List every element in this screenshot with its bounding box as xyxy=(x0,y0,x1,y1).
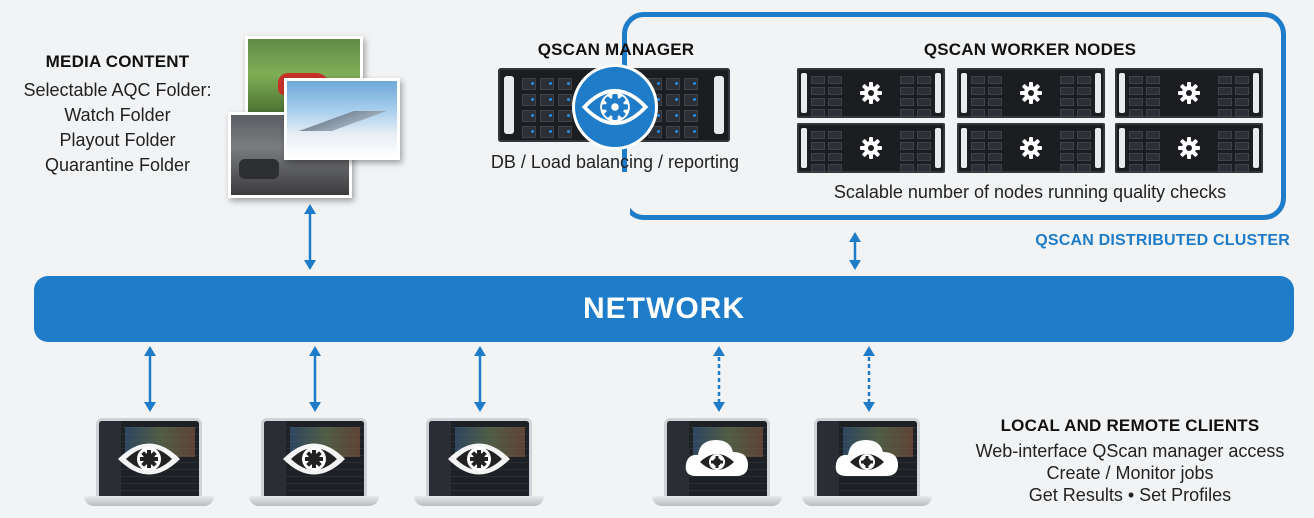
arrow-client-network xyxy=(308,346,322,412)
arrow-client-network xyxy=(143,346,157,412)
clients-line: Web-interface QScan manager access xyxy=(975,441,1285,461)
arrow-client-network xyxy=(473,346,487,412)
gear-icon xyxy=(1017,134,1045,162)
clients-line: Create / Monitor jobs xyxy=(1046,463,1214,483)
eye-gear-icon xyxy=(114,430,184,488)
worker-node xyxy=(957,123,1105,173)
workers-title: QSCAN WORKER NODES xyxy=(923,40,1137,59)
media-line: Selectable AQC Folder: xyxy=(23,80,212,100)
arrow-remote-client-network xyxy=(712,346,726,412)
media-photo-ski xyxy=(284,78,400,160)
manager-title: QSCAN MANAGER xyxy=(537,40,695,59)
media-line: Quarantine Folder xyxy=(44,155,191,175)
media-line: Watch Folder xyxy=(64,105,171,125)
gear-icon xyxy=(857,134,885,162)
gear-icon xyxy=(1175,134,1203,162)
media-content-title: MEDIA CONTENT xyxy=(45,52,190,71)
cloud-eye-gear-icon xyxy=(682,430,752,488)
workers-caption: Scalable number of nodes running quality… xyxy=(833,182,1227,202)
clients-block: LOCAL AND REMOTE CLIENTS Web-interface Q… xyxy=(950,416,1310,506)
worker-node xyxy=(1115,68,1263,118)
local-client-laptop xyxy=(84,418,214,518)
worker-node xyxy=(797,68,945,118)
eye-gear-icon xyxy=(444,430,514,488)
cluster-outline-gap xyxy=(610,172,630,232)
arrow-remote-client-network xyxy=(862,346,876,412)
arrow-cluster-network xyxy=(848,232,862,270)
local-client-laptop xyxy=(414,418,544,518)
worker-node xyxy=(957,68,1105,118)
media-line: Playout Folder xyxy=(59,130,176,150)
media-content-block: MEDIA CONTENT Selectable AQC Folder: Wat… xyxy=(5,52,230,178)
remote-client-laptop xyxy=(652,418,782,518)
arrow-media-network xyxy=(303,204,317,270)
remote-client-laptop xyxy=(802,418,932,518)
gear-icon xyxy=(1175,79,1203,107)
cluster-label: QSCAN DISTRIBUTED CLUSTER xyxy=(1035,232,1290,249)
manager-subtitle: DB / Load balancing / reporting xyxy=(490,152,740,172)
cloud-eye-gear-icon xyxy=(832,430,902,488)
local-client-laptop xyxy=(249,418,379,518)
eye-gear-icon xyxy=(572,64,658,150)
network-bar: NETWORK xyxy=(34,276,1294,342)
gear-icon xyxy=(1017,79,1045,107)
clients-title: LOCAL AND REMOTE CLIENTS xyxy=(1000,416,1260,435)
worker-node xyxy=(797,123,945,173)
clients-line: Get Results • Set Profiles xyxy=(1028,485,1232,505)
gear-icon xyxy=(857,79,885,107)
eye-gear-icon xyxy=(279,430,349,488)
worker-node xyxy=(1115,123,1263,173)
